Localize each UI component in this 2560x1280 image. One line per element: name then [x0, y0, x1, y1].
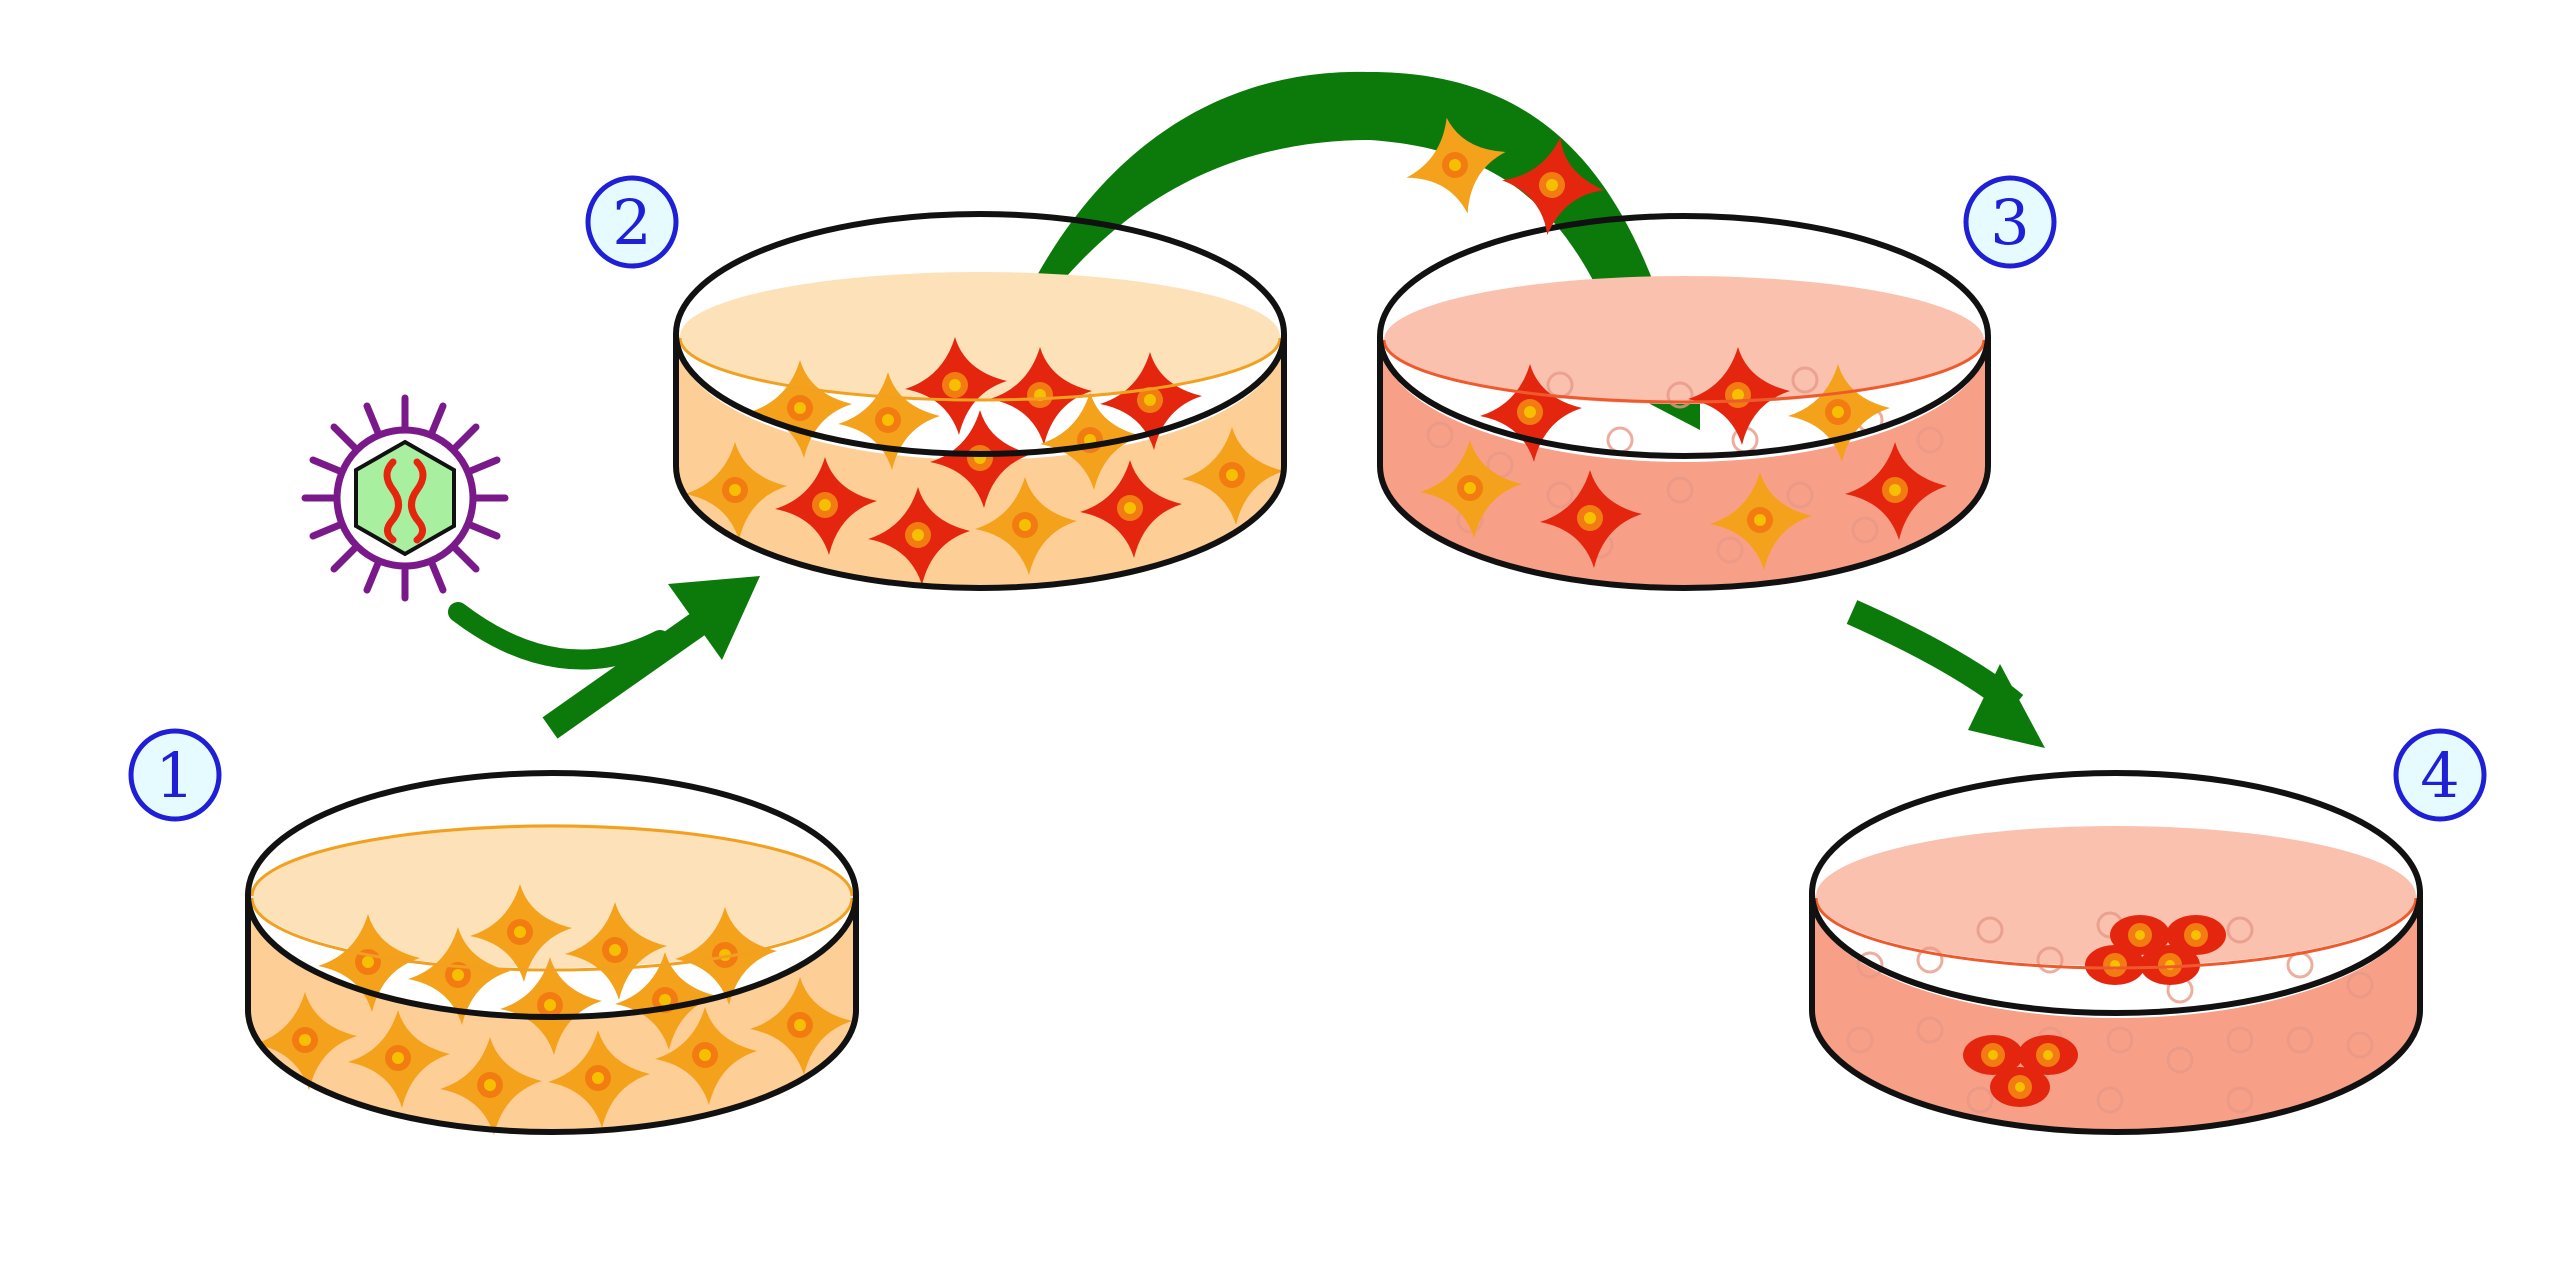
cell-icon: [1080, 460, 1182, 558]
cell-icon: [1788, 364, 1890, 462]
virus-icon: [301, 394, 509, 602]
step-number: 1: [155, 739, 194, 812]
cell-icon: [838, 372, 940, 470]
cell-icon: [975, 477, 1077, 575]
cell-icon: [1182, 427, 1284, 525]
cells: [685, 337, 1284, 585]
step-marker-3: 3: [1963, 175, 2057, 269]
cell-icon: [2166, 915, 2226, 955]
cell-icon: [1540, 470, 1642, 568]
cell-icon: [348, 1010, 450, 1108]
cell-icon: [440, 1037, 542, 1135]
cell-icon: [685, 442, 787, 540]
cell-icon: [500, 957, 602, 1055]
step-number: 4: [2420, 739, 2459, 812]
cell-icon: [565, 902, 667, 1000]
cell-icon: [1710, 472, 1812, 570]
cell-icon: [2110, 915, 2170, 955]
arrows: [448, 71, 2045, 748]
cell-icon: [1494, 129, 1612, 244]
cell-icon: [1845, 442, 1947, 540]
cell-icon: [1100, 352, 1202, 450]
arrow-icon: [985, 71, 1700, 430]
step-number: 2: [612, 186, 651, 259]
petri-dish-icon: [673, 211, 1287, 591]
step-marker-4: 4: [2393, 728, 2487, 822]
cell-icon: [1397, 108, 1515, 223]
cell-icon: [2140, 945, 2200, 985]
cell-icon: [775, 457, 877, 555]
cells: [1420, 347, 1947, 570]
petri-dish-icon: [245, 770, 859, 1135]
cell-icon: [255, 992, 357, 1090]
cell-icon: [1963, 1035, 2023, 1075]
petri-dish-icon: [1809, 770, 2423, 1135]
arrow-icon: [448, 576, 760, 739]
cell-icon: [470, 884, 572, 982]
cell-icon: [1420, 440, 1522, 538]
arrow-icon: [1846, 600, 2045, 748]
cell-icon: [1480, 364, 1582, 462]
cell-icon: [750, 977, 852, 1075]
step-marker-2: 2: [585, 175, 679, 269]
tumor-cluster: [2085, 915, 2226, 985]
cell-icon: [408, 927, 510, 1025]
cell-icon: [750, 360, 852, 458]
step-number: 3: [1990, 186, 2029, 259]
cell-icon: [1990, 1067, 2050, 1107]
cell-icon: [868, 487, 970, 585]
cell-icon: [2018, 1035, 2078, 1075]
cell-icon: [905, 337, 1007, 435]
cells: [255, 884, 852, 1135]
petri-dish-icon: [1377, 213, 1991, 591]
cell-icon: [548, 1030, 650, 1128]
cell-icon: [2085, 945, 2145, 985]
tumor-cluster: [1963, 1035, 2078, 1107]
step-marker-1: 1: [128, 728, 222, 822]
cell-icon: [655, 1007, 757, 1105]
